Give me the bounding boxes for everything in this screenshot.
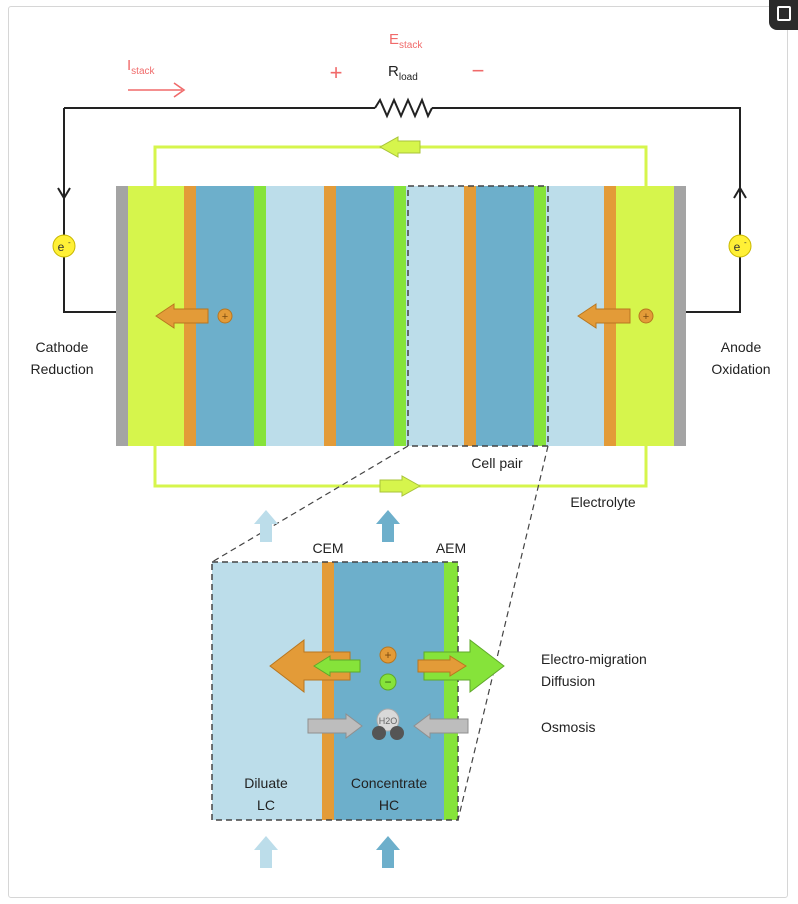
cathode-sublabel: Reduction bbox=[30, 361, 93, 377]
concentrate-compartment bbox=[336, 186, 394, 446]
expand-button[interactable] bbox=[769, 0, 798, 30]
cathode-electrode bbox=[116, 186, 128, 446]
detail-outline bbox=[211, 561, 459, 821]
diluate-sublabel: LC bbox=[257, 797, 275, 813]
image-frame bbox=[8, 6, 788, 898]
osmosis-label: Osmosis bbox=[541, 719, 595, 735]
estack-label: Estack bbox=[389, 31, 423, 51]
plus-terminal: + bbox=[330, 60, 343, 85]
cell-pair-outline bbox=[407, 185, 549, 447]
electrolyte-label: Electrolyte bbox=[570, 494, 636, 510]
aem-membrane bbox=[534, 186, 546, 446]
aem-label: AEM bbox=[436, 540, 466, 556]
diffusion-label: Diffusion bbox=[541, 673, 595, 689]
detail-cation-icon: + bbox=[379, 646, 397, 664]
svg-text:e: e bbox=[734, 240, 741, 254]
anode-electrode bbox=[674, 186, 686, 446]
svg-text:−: − bbox=[384, 675, 391, 689]
electromigration-label: Electro-migration bbox=[541, 651, 647, 667]
electrolyte-flow-right-arrow-icon bbox=[379, 475, 422, 497]
cation-icon: + bbox=[638, 308, 654, 324]
cation-arrow-right-side-icon bbox=[577, 303, 631, 329]
aem-membrane bbox=[254, 186, 266, 446]
cation-diffusion-arrow-icon bbox=[417, 655, 467, 677]
svg-text:+: + bbox=[384, 648, 391, 662]
svg-text:-: - bbox=[68, 238, 71, 247]
zoom-lines bbox=[211, 445, 549, 821]
cem-label: CEM bbox=[312, 540, 343, 556]
concentrate-bottom-inflow-arrow-icon bbox=[376, 836, 400, 868]
current-down-arrow-icon bbox=[57, 187, 71, 200]
anode-sublabel: Oxidation bbox=[711, 361, 770, 377]
minus-terminal: − bbox=[472, 58, 485, 83]
detail-concentrate bbox=[334, 562, 444, 820]
electron-left: e - bbox=[52, 234, 76, 258]
electron-right: e - bbox=[728, 234, 752, 258]
diluate-label: Diluate bbox=[244, 775, 288, 791]
cation-icon: + bbox=[217, 308, 233, 324]
detail-anion-icon: − bbox=[379, 673, 397, 691]
concentrate-compartment bbox=[476, 186, 534, 446]
external-circuit bbox=[57, 97, 747, 313]
anode-label: Anode bbox=[721, 339, 762, 355]
membrane-stack: + + bbox=[116, 185, 686, 447]
water-molecule-icon: H2O bbox=[372, 708, 404, 740]
diluate-compartment bbox=[406, 186, 464, 446]
electrolyte-flow-left-arrow-icon bbox=[378, 136, 421, 158]
detail-cem bbox=[322, 562, 334, 820]
current-direction-arrow-icon bbox=[128, 82, 186, 98]
concentrate-sublabel: HC bbox=[379, 797, 399, 813]
osmosis-arrow-right-icon bbox=[307, 713, 363, 739]
svg-text:-: - bbox=[744, 238, 747, 247]
svg-text:+: + bbox=[643, 311, 649, 323]
aem-membrane bbox=[394, 186, 406, 446]
istack-label: Istack bbox=[127, 57, 156, 77]
svg-text:e: e bbox=[58, 240, 65, 254]
diluate-bottom-inflow-arrow-icon bbox=[254, 836, 278, 868]
cem-membrane bbox=[324, 186, 336, 446]
concentrate-inflow-arrow-icon bbox=[376, 510, 400, 542]
cell-pair-label: Cell pair bbox=[471, 455, 523, 471]
cathode-label: Cathode bbox=[36, 339, 89, 355]
detail-aem bbox=[444, 562, 458, 820]
electrolyte-loop bbox=[153, 136, 648, 497]
diluate-inflow-arrow-icon bbox=[254, 510, 278, 542]
expand-icon bbox=[777, 6, 791, 21]
resistor-icon bbox=[374, 97, 433, 119]
cem-membrane bbox=[464, 186, 476, 446]
diluate-compartment bbox=[266, 186, 324, 446]
cell-pair-detail: + − H2O Diluate LC Concentrate HC bbox=[211, 561, 505, 821]
cation-arrow-left-icon bbox=[155, 303, 209, 329]
concentrate-label: Concentrate bbox=[351, 775, 427, 791]
anion-diffusion-arrow-icon bbox=[313, 655, 361, 677]
rload-label: Rload bbox=[388, 63, 418, 83]
svg-text:H2O: H2O bbox=[379, 716, 398, 726]
osmosis-arrow-left-icon bbox=[413, 713, 469, 739]
svg-text:+: + bbox=[222, 311, 228, 323]
current-up-arrow-icon bbox=[733, 186, 747, 199]
